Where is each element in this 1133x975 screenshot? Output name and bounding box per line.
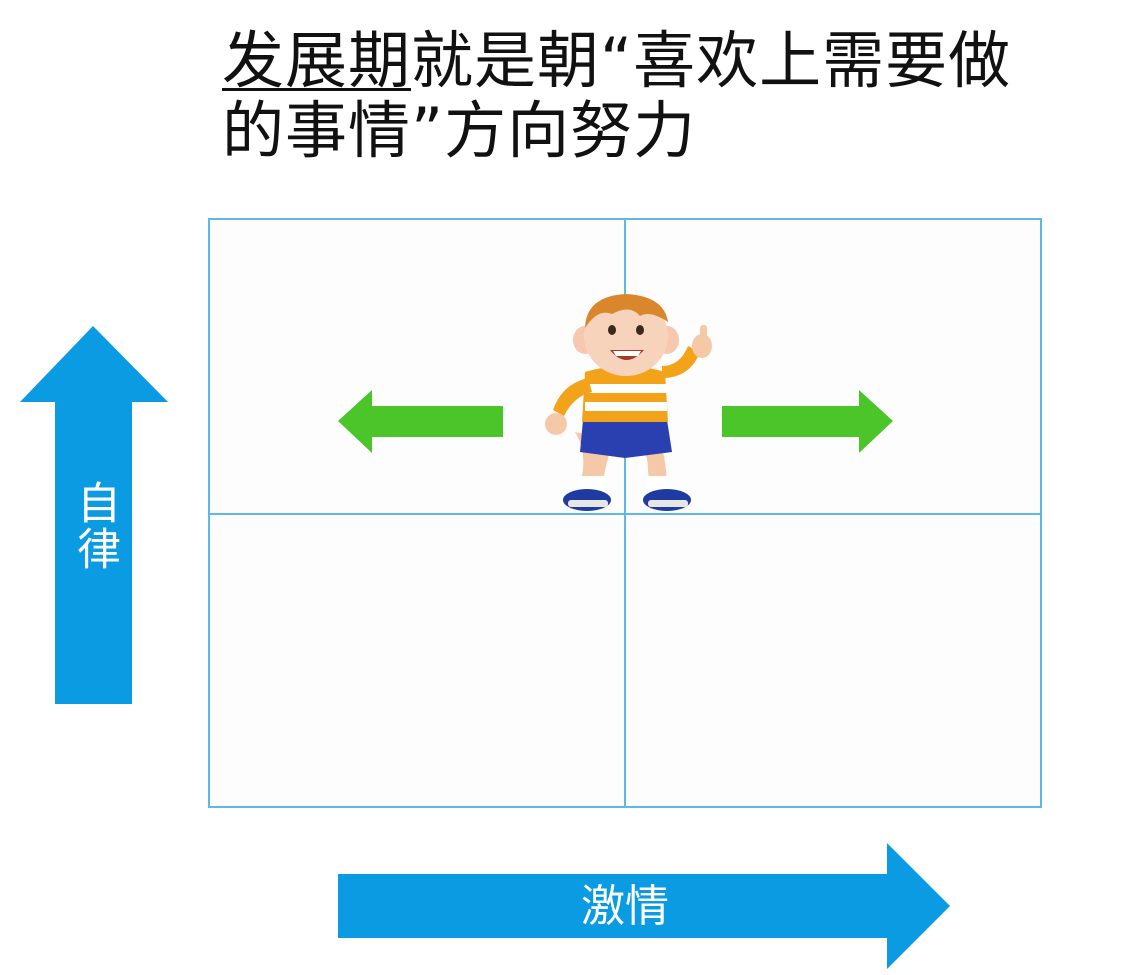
quadrant-bottom-left [208,513,626,808]
page-title: 发展期就是朝“喜欢上需要做 的事情”方向努力 [222,26,1042,166]
arrow-right-icon [722,390,893,453]
quadrant-bottom-right [624,513,1042,808]
title-line2: 的事情”方向努力 [222,94,697,167]
arrow-left-icon [338,390,503,453]
x-axis-label: 激情 [581,881,669,932]
y-axis-label: 自律 [69,480,120,572]
title-underlined-term: 发展期 [222,24,412,97]
x-axis-arrow [338,843,950,969]
cartoon-boy-pointing-icon [545,294,712,511]
title-line1-rest: 就是朝“喜欢上需要做 [411,24,1012,97]
y-axis-arrow [20,326,168,704]
